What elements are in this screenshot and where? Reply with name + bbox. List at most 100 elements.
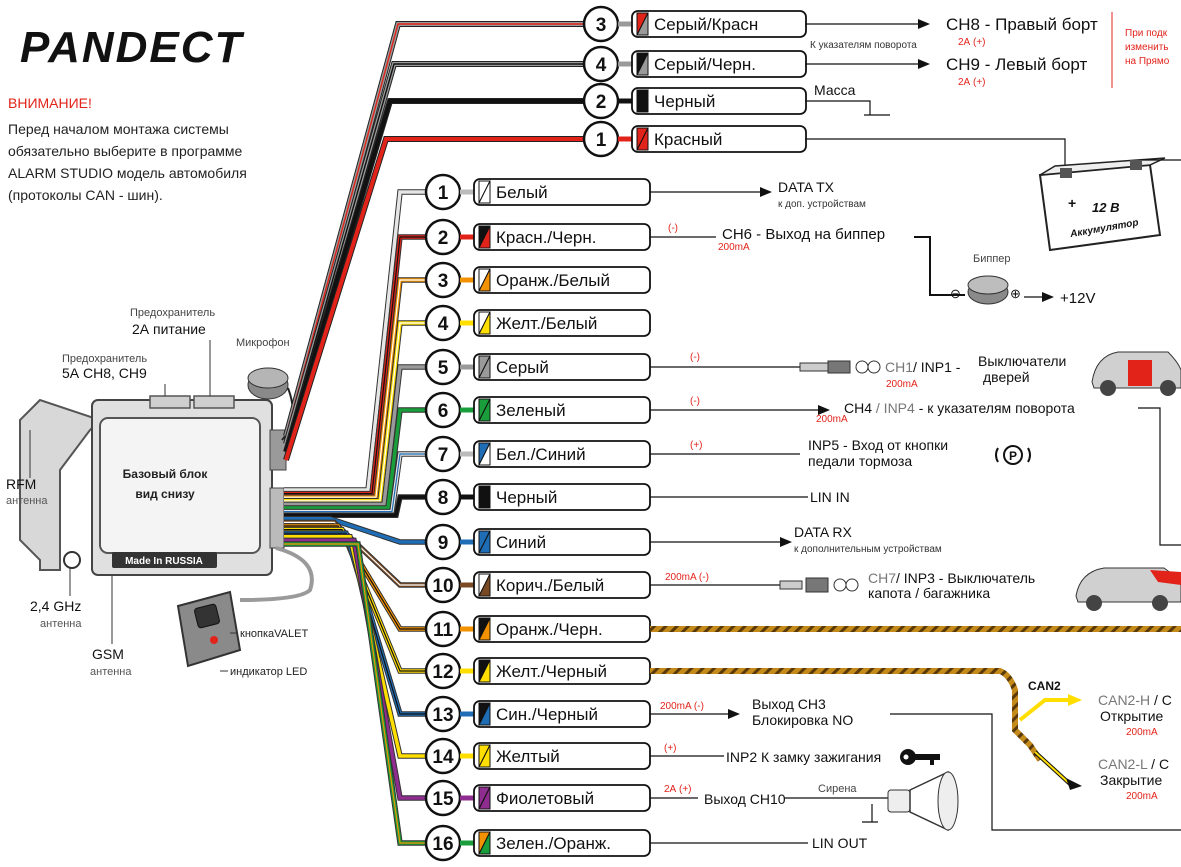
lin-out-label: LIN OUT: [812, 835, 868, 851]
main-wire-stripe-10: [284, 521, 430, 586]
top-wire-stripe-3: [285, 23, 592, 437]
main-wire-number: 2: [438, 228, 449, 249]
can2h-label: CAN2-H / C: [1098, 692, 1172, 708]
gsm-sub: антенна: [90, 666, 132, 678]
main-connector: [269, 487, 285, 549]
main-wire-color-swatch-b: [478, 355, 491, 379]
top-destinations: CH8 - Правый борт К указателям поворота …: [805, 12, 1170, 168]
fuse-5a-value: 5А СН8, СН9: [62, 365, 147, 381]
rfm-sub: антенна: [6, 495, 48, 507]
top-wire-name: Серый/Черн.: [654, 55, 756, 74]
main-wire-color-swatch-b: [478, 180, 491, 204]
main-wire-1: [284, 190, 430, 492]
led-label: индикатор LED: [230, 666, 307, 678]
can2l-sub: Закрытие: [1100, 772, 1162, 788]
main-wire-number: 15: [432, 789, 454, 810]
made-in-label: Made In RUSSIA: [125, 556, 203, 567]
microphone-label: Микрофон: [236, 337, 290, 349]
main-wire-stripe-7: [284, 453, 430, 513]
top-wire-stripe-4: [285, 63, 592, 445]
top-wire-color-swatch-b: [636, 52, 649, 76]
fuse-5a: [149, 395, 191, 409]
top-wire-number: 2: [596, 92, 607, 113]
ghz-sub: антенна: [40, 618, 82, 630]
main-wire-color-swatch-b: [478, 659, 491, 683]
main-wire-name: Оранж./Черн.: [496, 620, 603, 639]
top-wire-name: Красный: [654, 130, 722, 149]
main-wire-stripe-16: [284, 543, 430, 844]
door-switch-icon: [799, 360, 881, 374]
main-wire-name: Черный: [496, 488, 557, 507]
ch1-current: 200mA: [886, 379, 918, 390]
fuse-2a: [193, 395, 235, 409]
main-wire-stripe-13: [284, 532, 430, 715]
main-wire-9: [284, 517, 430, 544]
rfm-label: RFM: [6, 476, 36, 492]
main-wire-color-swatch-b: [478, 311, 491, 335]
valet-button: [194, 603, 220, 629]
main-wire-color-swatch-b: [478, 225, 491, 249]
main-wire-color-swatch-b: [478, 786, 491, 810]
main-wire-number: 4: [438, 314, 449, 335]
main-wire-tag-4: 4 Желт./Белый: [424, 304, 651, 342]
ch9-label: CH9 - Левый борт: [946, 55, 1087, 74]
warning-title: ВНИМАНИЕ!: [8, 95, 92, 111]
main-wire-color-swatch-b: [478, 530, 491, 554]
data-tx-label: DATA TX: [778, 179, 835, 195]
top-wire-name: Серый/Красн: [654, 15, 758, 34]
doors-label-1: Выключатели: [978, 353, 1066, 369]
siren-label: Сирена: [818, 783, 857, 795]
inp2-rating: (+): [664, 743, 677, 754]
main-wire-label-box: [473, 266, 651, 294]
inp2-label: INP2 К замку зажигания: [726, 749, 881, 765]
ch6-label: CH6 - Выход на биппер: [722, 226, 885, 243]
main-wire-color-swatch-b: [478, 702, 491, 726]
main-wire-number: 12: [432, 662, 453, 683]
top-wire-number: 3: [596, 15, 607, 36]
inp5-label-2: педали тормоза: [808, 453, 912, 469]
top-wire-number: 4: [596, 55, 607, 76]
side-note-3: на Прямо: [1125, 56, 1170, 67]
main-wire-tag-3: 3 Оранж./Белый: [424, 261, 651, 299]
svg-text:P: P: [1009, 449, 1017, 463]
ch8-rating: 2А (+): [958, 37, 986, 48]
ch7-label: CH7/ INP3 - Выключатель: [868, 570, 1035, 586]
top-wire-number: 1: [596, 130, 607, 151]
valet-label: кнопкаVALET: [240, 628, 308, 640]
main-wire-name: Желт./Черный: [496, 662, 607, 681]
ch8-sub: К указателям поворота: [810, 40, 917, 51]
top-wire-color-swatch-b: [636, 12, 649, 36]
microphone-icon: [247, 367, 289, 400]
main-wire-name: Серый: [496, 358, 549, 377]
gsm-label: GSM: [92, 646, 124, 662]
inp5-rating: (+): [690, 440, 703, 451]
battery-icon: + 12 В Аккумулятор: [1038, 157, 1181, 252]
top-wire-color-swatch-b: [636, 127, 649, 151]
main-wire-name: Красн./Черн.: [496, 228, 597, 247]
main-wire-name: Зеленый: [496, 401, 566, 420]
top-wire-2: [284, 99, 592, 453]
ch8-label: CH8 - Правый борт: [946, 15, 1098, 34]
main-wire-number: 3: [438, 271, 449, 292]
main-wire-number: 10: [432, 576, 453, 597]
main-wire-name: Оранж./Белый: [496, 271, 610, 290]
beeper-icon: [967, 275, 1009, 305]
main-wire-color-swatch-b: [478, 744, 491, 768]
ch1-rating: (-): [690, 352, 700, 363]
beeper-label: Биппер: [973, 253, 1011, 265]
ch7-rating: 200mA (-): [665, 572, 709, 583]
main-wire-number: 7: [438, 445, 449, 466]
can2l-rating: 200mA: [1126, 791, 1158, 802]
main-wire-name: Желт./Белый: [496, 314, 597, 333]
top-wire-tag-3: 3 Серый/Красн: [582, 5, 807, 43]
fuse-2a-caption: Предохранитель: [130, 307, 215, 319]
